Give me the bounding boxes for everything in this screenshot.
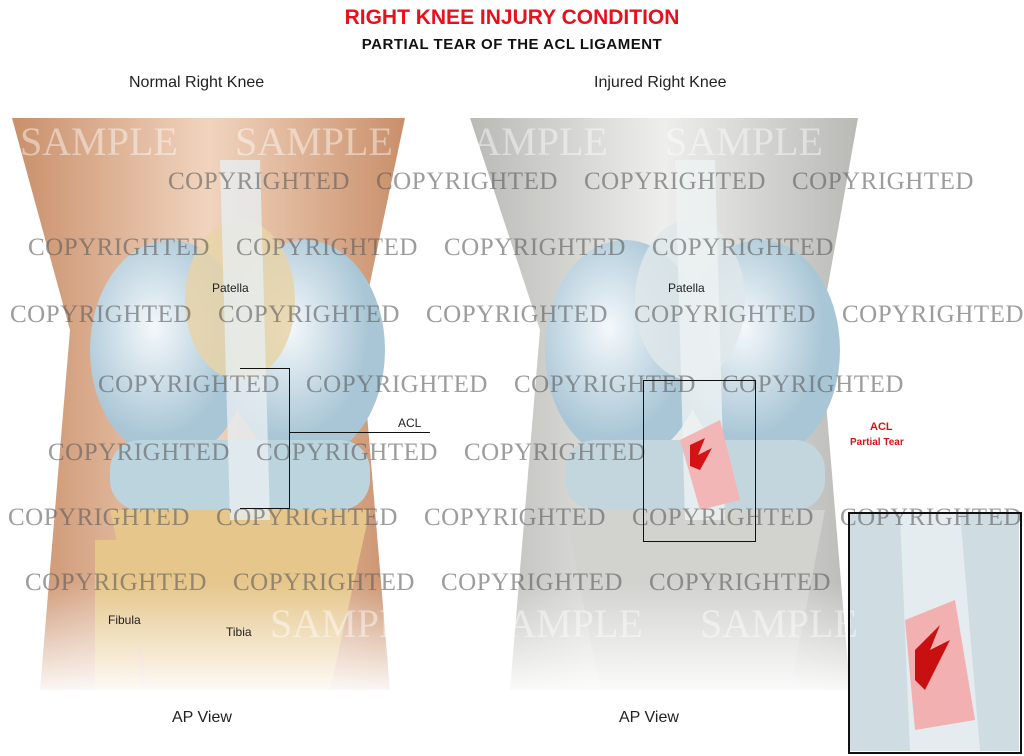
watermark-copyrighted: COPYRIGHTED bbox=[376, 168, 558, 195]
watermark-copyrighted: COPYRIGHTED bbox=[28, 234, 210, 261]
partial-tear-label: Partial Tear bbox=[850, 437, 904, 448]
acl-pointer-line bbox=[290, 432, 430, 433]
watermark-copyrighted: COPYRIGHTED bbox=[464, 439, 646, 466]
watermark-sample: SAMPLE bbox=[270, 601, 428, 646]
watermark-copyrighted: COPYRIGHTED bbox=[792, 168, 974, 195]
watermark-sample: SAMPLE bbox=[485, 601, 643, 646]
watermark-copyrighted: COPYRIGHTED bbox=[444, 234, 626, 261]
watermark-copyrighted: COPYRIGHTED bbox=[10, 301, 192, 328]
watermark-copyrighted: COPYRIGHTED bbox=[649, 569, 831, 596]
watermark-copyrighted: COPYRIGHTED bbox=[426, 301, 608, 328]
injured-knee-title: Injured Right Knee bbox=[594, 74, 727, 91]
ap-view-label-right: AP View bbox=[619, 709, 679, 726]
watermark-copyrighted: COPYRIGHTED bbox=[233, 569, 415, 596]
page-title: RIGHT KNEE INJURY CONDITION bbox=[344, 6, 680, 29]
patella-label-right: Patella bbox=[668, 281, 705, 295]
watermark-copyrighted: COPYRIGHTED bbox=[652, 234, 834, 261]
acl-label-right: ACL bbox=[870, 421, 893, 433]
acl-highlight-box-left bbox=[240, 368, 290, 509]
inset-zoom-illustration bbox=[849, 513, 1019, 751]
watermark-copyrighted: COPYRIGHTED bbox=[842, 301, 1024, 328]
watermark-copyrighted: COPYRIGHTED bbox=[634, 301, 816, 328]
watermark-copyrighted: COPYRIGHTED bbox=[218, 301, 400, 328]
watermark-sample: SAMPLE bbox=[700, 601, 858, 646]
page-subtitle: PARTIAL TEAR OF THE ACL LIGAMENT bbox=[361, 36, 663, 53]
watermark-copyrighted: COPYRIGHTED bbox=[441, 569, 623, 596]
watermark-sample: SAMPLE bbox=[665, 119, 823, 164]
watermark-copyrighted: COPYRIGHTED bbox=[8, 504, 190, 531]
watermark-copyrighted: COPYRIGHTED bbox=[306, 371, 488, 398]
watermark-sample: SAMPLE bbox=[235, 119, 393, 164]
watermark-sample: SAMPLE bbox=[450, 119, 608, 164]
watermark-copyrighted: COPYRIGHTED bbox=[584, 168, 766, 195]
fibula-label: Fibula bbox=[108, 613, 141, 627]
watermark-sample: SAMPLE bbox=[20, 119, 178, 164]
patella-label-left: Patella bbox=[212, 281, 249, 295]
watermark-copyrighted: COPYRIGHTED bbox=[424, 504, 606, 531]
acl-label-left: ACL bbox=[398, 416, 422, 430]
watermark-copyrighted: COPYRIGHTED bbox=[25, 569, 207, 596]
inset-zoom-box bbox=[848, 512, 1022, 754]
watermark-copyrighted: COPYRIGHTED bbox=[48, 439, 230, 466]
normal-knee-title: Normal Right Knee bbox=[129, 74, 265, 91]
tibia-label: Tibia bbox=[226, 625, 252, 639]
watermark-copyrighted: COPYRIGHTED bbox=[236, 234, 418, 261]
watermark-copyrighted: COPYRIGHTED bbox=[168, 168, 350, 195]
acl-highlight-box-right bbox=[643, 380, 756, 542]
ap-view-label-left: AP View bbox=[172, 709, 232, 726]
